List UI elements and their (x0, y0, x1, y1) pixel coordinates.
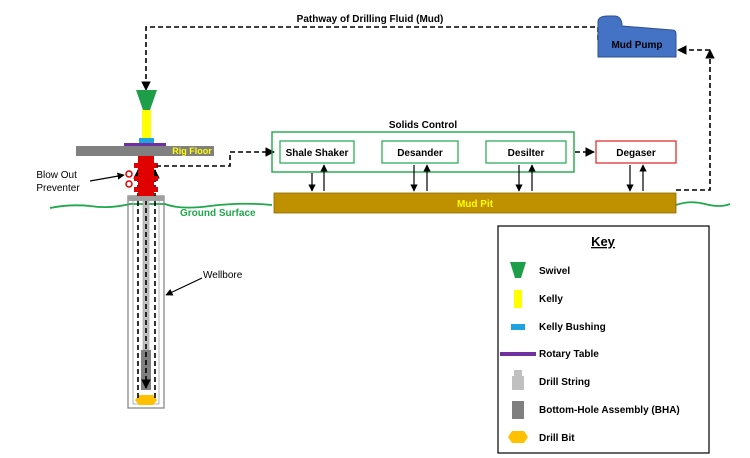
desilter-label: Desilter (508, 148, 545, 159)
drill-bit (135, 395, 157, 405)
key-box (497, 225, 710, 454)
key-swatch-drill-string-top (514, 370, 522, 376)
mud-pump: Mud Pump (597, 15, 677, 58)
bop-label-line-2: Preventer (36, 183, 80, 194)
key-swatch-kelly (514, 290, 522, 308)
mud-pit (273, 192, 677, 214)
key-swatch-kelly-bushing (511, 324, 525, 330)
desander-box (381, 140, 459, 164)
key-label-drill-string: Drill String (539, 377, 590, 388)
key-label-drill-bit: Drill Bit (539, 433, 575, 444)
solids-control-box (271, 131, 575, 173)
bop-label-line-1: Blow Out (36, 170, 77, 181)
key-swatch-drill-string-body (512, 376, 524, 390)
rig-floor (76, 146, 214, 156)
flow-pit-to-pump (676, 49, 715, 191)
bop-flange-3 (134, 187, 158, 192)
key-panel: Key Swivel Kelly Kelly Bushing Rotary Ta… (497, 225, 710, 454)
solids-control-label: Solids Control (389, 120, 458, 131)
flow-bop-to-shaker (156, 147, 275, 167)
key-label-kelly-bushing: Kelly Bushing (539, 322, 606, 333)
mud-pump-label: Mud Pump (611, 40, 662, 51)
key-label-swivel: Swivel (539, 266, 570, 277)
desilter-box (485, 140, 567, 164)
pit-exchange-arrows (308, 164, 647, 192)
diagram-title: Pathway of Drilling Fluid (Mud) (297, 14, 444, 25)
bop-flange-2 (134, 176, 158, 181)
rig-floor-label: Rig Floor (172, 146, 212, 156)
bop-flange-1 (134, 163, 158, 168)
ground-surface-label: Ground Surface (180, 208, 256, 219)
swivel (136, 90, 157, 110)
key-label-kelly: Kelly (539, 294, 563, 305)
key-label-bha: Bottom-Hole Assembly (BHA) (539, 405, 680, 416)
key-label-rotary-table: Rotary Table (539, 349, 599, 360)
key-swatch-swivel (510, 262, 526, 278)
wellbore-label: Wellbore (203, 270, 243, 281)
key-swatch-drill-bit (508, 431, 528, 443)
bop-base (128, 196, 164, 201)
degaser-box (595, 140, 677, 164)
degaser-label: Degaser (616, 148, 656, 159)
desander-label: Desander (397, 148, 443, 159)
wellbore-pointer (165, 277, 203, 296)
kelly (142, 110, 151, 142)
key-swatch-drill-string (512, 370, 524, 390)
mud-pit-label: Mud Pit (457, 199, 494, 210)
shale-shaker-label: Shale Shaker (286, 148, 349, 159)
bop-valve-1 (125, 170, 133, 178)
bop-valve-2 (125, 180, 133, 188)
key-title: Key (591, 234, 616, 249)
key-swatch-rotary-table (500, 352, 536, 356)
shale-shaker-box (279, 140, 355, 164)
key-swatch-bha (512, 401, 524, 419)
flow-pump-to-swivel (141, 26, 599, 91)
bop-pointer (89, 172, 125, 182)
bop-label: Blow Out Preventer (36, 170, 80, 194)
rotary-table (124, 143, 166, 147)
mud-pump-shape (597, 15, 677, 58)
kelly-bushing (139, 138, 154, 143)
blow-out-preventer (125, 156, 164, 201)
